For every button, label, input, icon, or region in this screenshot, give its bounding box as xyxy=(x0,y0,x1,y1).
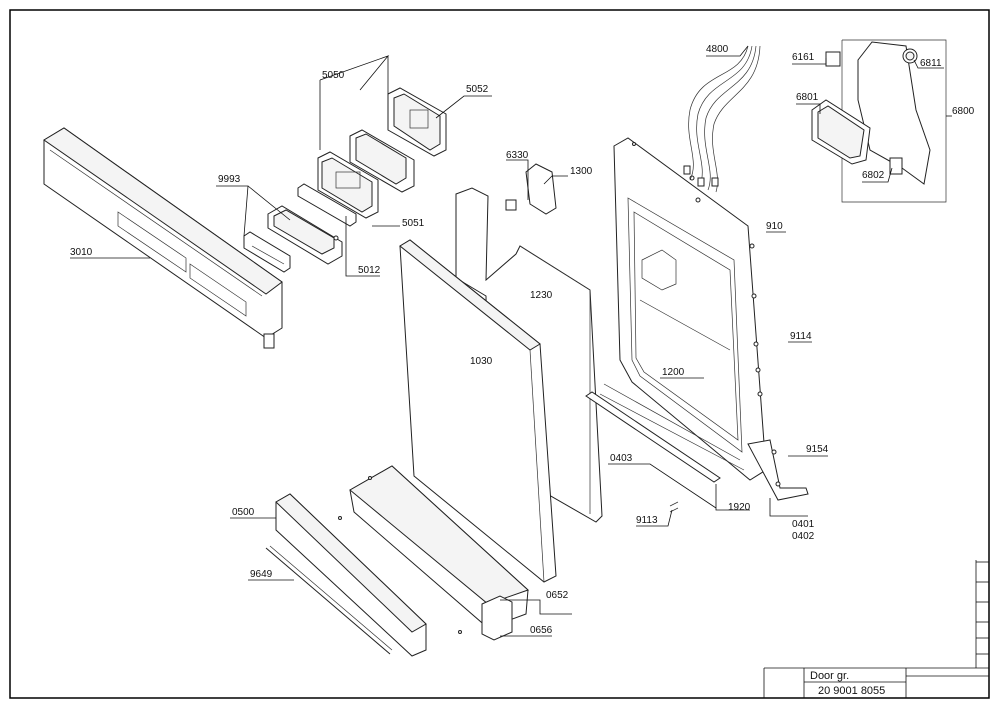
callout-1030: 1030 xyxy=(470,356,493,367)
callout-6802: 6802 xyxy=(862,170,885,181)
callout-6811: 6811 xyxy=(920,58,942,69)
bracket-1300 xyxy=(505,163,557,215)
callout-0403: 0403 xyxy=(610,453,633,464)
callout-4800: 4800 xyxy=(706,44,729,55)
strip-9649 xyxy=(265,545,393,655)
callout-1920: 1920 xyxy=(728,502,751,513)
display-board-9993 xyxy=(243,205,343,273)
block-0656 xyxy=(481,595,513,641)
latch-assembly-6800 xyxy=(811,39,947,203)
callout-5012: 5012 xyxy=(358,265,381,276)
callout-5051: 5051 xyxy=(402,218,425,229)
drawing-frame xyxy=(9,9,990,699)
callout-0500: 0500 xyxy=(232,507,255,518)
foot-0652 xyxy=(349,465,529,634)
callout-9113: 9113 xyxy=(636,515,658,526)
inner-door-1200 xyxy=(599,137,809,501)
callout-0656: 0656 xyxy=(530,625,553,636)
callout-1200: 1200 xyxy=(662,367,685,378)
door-panel-1030 xyxy=(399,239,557,583)
callout-9154: 9154 xyxy=(806,444,829,455)
seal-strip-0403 xyxy=(585,391,721,483)
module-5050 xyxy=(349,129,415,193)
callout-9649: 9649 xyxy=(250,569,273,580)
callout-5052: 5052 xyxy=(466,84,489,95)
callout-9114: 9114 xyxy=(790,331,812,342)
callout-0652: 0652 xyxy=(546,590,569,601)
part-5012 xyxy=(297,183,357,241)
callout-9993: 9993 xyxy=(218,174,241,185)
callout-6801: 6801 xyxy=(796,92,819,103)
leader-lines xyxy=(70,45,952,637)
title-block: Door gr. 20 9001 8055 xyxy=(763,560,989,698)
callout-6800: 6800 xyxy=(952,106,975,117)
module-5052 xyxy=(387,87,447,157)
screws-910-9114 xyxy=(632,142,781,487)
callout-5050: 5050 xyxy=(322,70,345,81)
callout-910: 910 xyxy=(766,221,783,232)
callout-3010: 3010 xyxy=(70,247,93,258)
title-block-group: Door gr. xyxy=(810,670,849,682)
title-block-number: 20 9001 8055 xyxy=(818,685,885,697)
callout-labels: 3010 9993 5050 5052 5051 5012 6330 1300 … xyxy=(70,44,975,636)
callout-0402: 0402 xyxy=(792,531,815,542)
wiring-harness-4800 xyxy=(683,45,761,193)
callout-1300: 1300 xyxy=(570,166,593,177)
callout-6161: 6161 xyxy=(792,52,815,63)
module-5051 xyxy=(317,151,379,219)
plinth-0500 xyxy=(275,493,427,657)
clips-9113 xyxy=(669,501,679,513)
callout-6330: 6330 xyxy=(506,150,529,161)
callout-1230: 1230 xyxy=(530,290,553,301)
control-panel-3010 xyxy=(43,127,283,349)
callout-0401: 0401 xyxy=(792,519,815,530)
